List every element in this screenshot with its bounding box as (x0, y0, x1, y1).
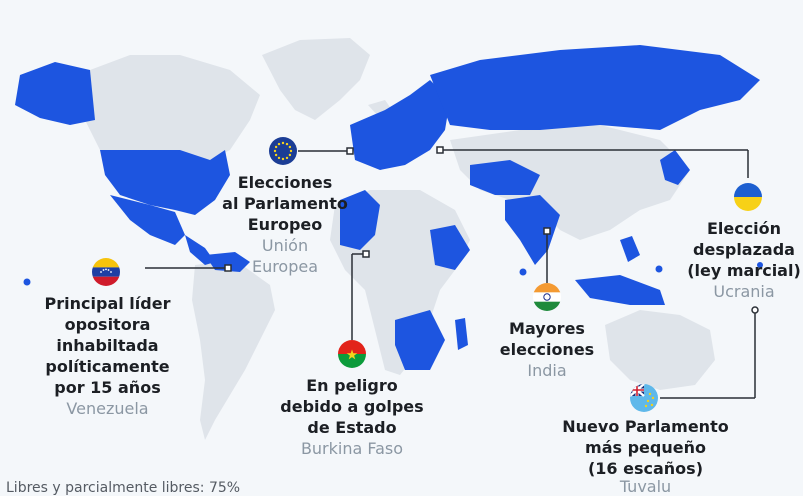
indonesia (575, 275, 665, 305)
annotation-title-line: Elecciones (237, 173, 333, 192)
island-dot (757, 262, 763, 268)
annotation-india: Mayores elecciones India (487, 318, 607, 381)
venezuela (205, 252, 250, 272)
annotation-title-line: elecciones (499, 340, 595, 359)
venezuela-flag-icon (92, 258, 120, 286)
annotation-eu: Elecciones al Parlamento Europeo Unión E… (210, 172, 360, 277)
asia (450, 125, 690, 240)
annotation-title-line: de Estado (307, 418, 397, 437)
island-dot (23, 278, 31, 286)
japan (660, 150, 690, 185)
annotation-title-line: inhabiltada (56, 336, 159, 355)
legend-text: Libres y parcialmente libres: 75% (6, 480, 241, 496)
russia (430, 45, 760, 130)
alaska (15, 62, 95, 125)
annotation-title-line: opositora (64, 315, 151, 334)
europe (350, 80, 450, 170)
annotation-country-line: Europea (251, 257, 319, 276)
mexico (110, 195, 185, 245)
annotation-country-line: Tuvalu (619, 477, 672, 496)
greenland (262, 38, 370, 120)
connector-marker (362, 250, 370, 258)
annotation-country-line: Burkina Faso (300, 439, 404, 458)
annotation-venezuela: Principal líder opositora inhabiltada po… (30, 293, 185, 419)
central-asia (470, 160, 540, 195)
annotation-title-line: al Parlamento (222, 194, 348, 213)
annotation-ukraine: Elección desplazada (ley marcial) Ucrani… (684, 218, 803, 302)
canada (85, 55, 260, 160)
annotation-title-line: desplazada (693, 240, 795, 259)
annotation-title-line: políticamente (45, 357, 170, 376)
annotation-title-line: Elección (706, 219, 782, 238)
connector-marker (436, 146, 444, 154)
east-africa (430, 225, 470, 270)
annotation-title-line: más pequeño (585, 438, 706, 457)
connector-marker (751, 306, 759, 314)
annotation-title-line: Principal líder (44, 294, 171, 313)
india-flag-icon (533, 283, 561, 311)
annotation-title-line: En peligro (306, 376, 398, 395)
island-dot (655, 265, 663, 273)
eu-flag-icon (269, 137, 297, 165)
annotation-burkina-faso: En peligro debido a golpes de Estado Bur… (272, 375, 432, 459)
annotation-title-line: Mayores (509, 319, 585, 338)
philippines (620, 236, 640, 262)
west-africa (340, 190, 380, 250)
connector-marker (224, 264, 232, 272)
annotation-title-line: debido a golpes (280, 397, 424, 416)
annotation-country-line: Unión (261, 236, 309, 255)
annotation-title-line: Nuevo Parlamento (562, 417, 729, 436)
australia (605, 310, 715, 390)
connector-marker (346, 147, 354, 155)
ukraine-flag-icon (734, 183, 762, 211)
madagascar (455, 318, 468, 350)
annotation-country-line: Ucrania (713, 282, 775, 301)
usa (100, 150, 230, 215)
annotation-title-line: por 15 años (54, 378, 161, 397)
annotation-country-line: India (527, 361, 567, 380)
south-america (192, 260, 275, 440)
connector-marker (543, 227, 551, 235)
annotation-title-line: (16 escaños) (587, 459, 704, 478)
annotation-title-line: Europeo (247, 215, 323, 234)
annotation-country-line: Venezuela (66, 399, 149, 418)
southern-africa (395, 310, 445, 370)
annotation-title-line: (ley marcial) (687, 261, 801, 280)
annotation-tuvalu: Nuevo Parlamento más pequeño (16 escaños… (558, 416, 733, 495)
tuvalu-flag-icon (630, 384, 658, 412)
burkina-faso-flag-icon (338, 340, 366, 368)
island-dot (519, 268, 527, 276)
